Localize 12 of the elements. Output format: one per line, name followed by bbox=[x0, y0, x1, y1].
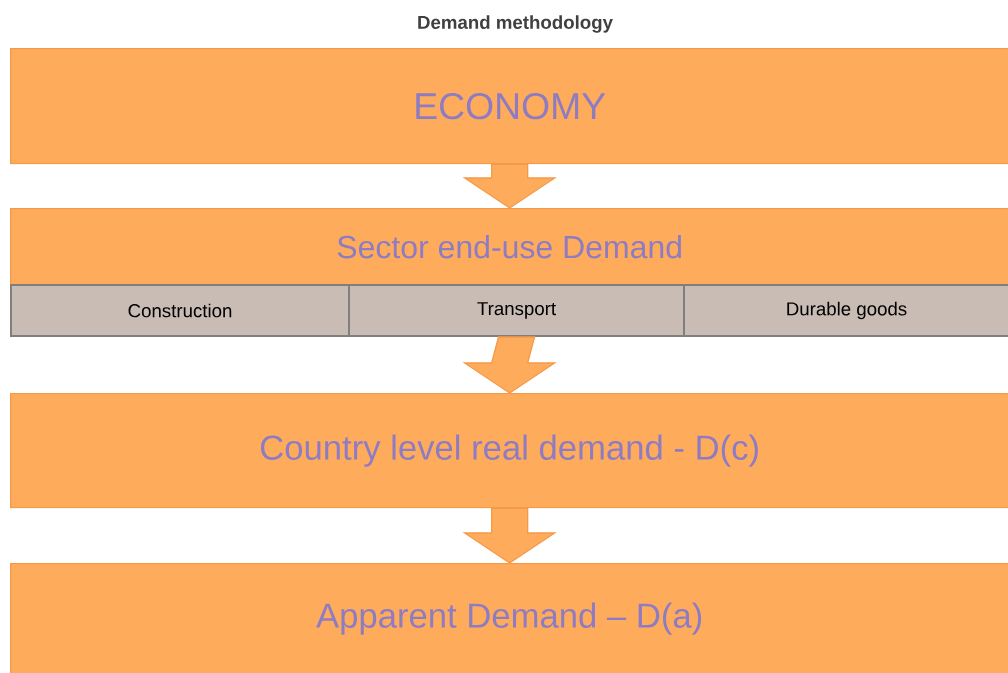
process-box: Country level real demand - D(c) bbox=[10, 393, 1008, 509]
block-arrow bbox=[462, 163, 557, 209]
node-label: Durable goods bbox=[787, 301, 907, 320]
table-cell: Transport bbox=[348, 284, 685, 337]
table-cell: Construction bbox=[10, 284, 350, 337]
block-arrow bbox=[462, 336, 557, 394]
process-box: Apparent Demand – D(a) bbox=[10, 563, 1008, 673]
process-box: ECONOMY bbox=[10, 48, 1008, 165]
table-cell: Durable goods bbox=[683, 284, 1008, 337]
title: Demand methodology bbox=[418, 15, 613, 33]
process-box: Sector end-use Demand bbox=[10, 208, 1008, 286]
block-arrow bbox=[462, 507, 557, 564]
